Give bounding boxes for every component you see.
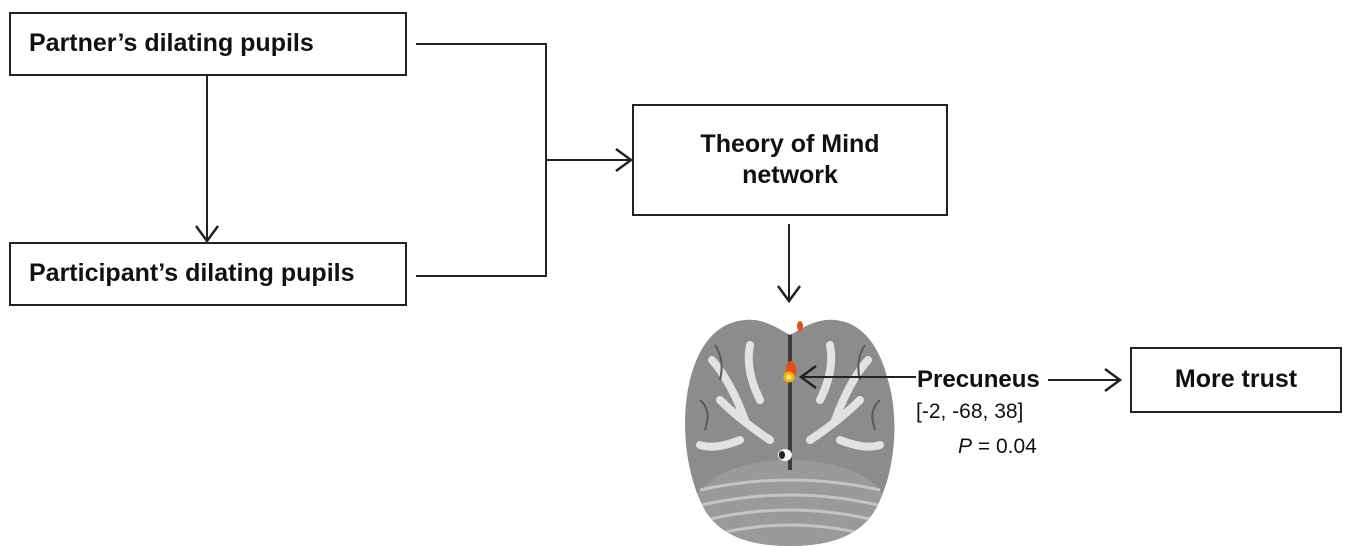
p-symbol: P — [958, 435, 973, 458]
arrow-precuneus-to-trust — [1048, 367, 1123, 393]
partner-pupils-label: Partner’s dilating pupils — [29, 29, 314, 58]
participant-pupils-label: Participant’s dilating pupils — [29, 259, 355, 288]
precuneus-label: Precuneus — [917, 366, 1040, 393]
tom-label-line2: network — [742, 161, 838, 189]
arrow-partner-to-participant — [194, 76, 220, 244]
more-trust-box: More trust — [1130, 347, 1342, 413]
partner-pupils-box: Partner’s dilating pupils — [9, 12, 407, 76]
coordinates-label: [-2, -68, 38] — [916, 400, 1024, 423]
arrow-label-to-brain — [798, 364, 916, 390]
tom-label-line1: Theory of Mind — [700, 129, 880, 158]
participant-pupils-box: Participant’s dilating pupils — [9, 242, 407, 306]
more-trust-label: More trust — [1174, 365, 1298, 394]
bracket-connector — [416, 43, 634, 277]
p-value-label: P = 0.04 — [958, 435, 1037, 459]
p-value-text: = 0.04 — [972, 435, 1037, 458]
brain-image — [685, 319, 895, 546]
theory-of-mind-box: Theory of Mind network — [632, 104, 948, 216]
arrow-tom-to-brain — [776, 224, 802, 304]
